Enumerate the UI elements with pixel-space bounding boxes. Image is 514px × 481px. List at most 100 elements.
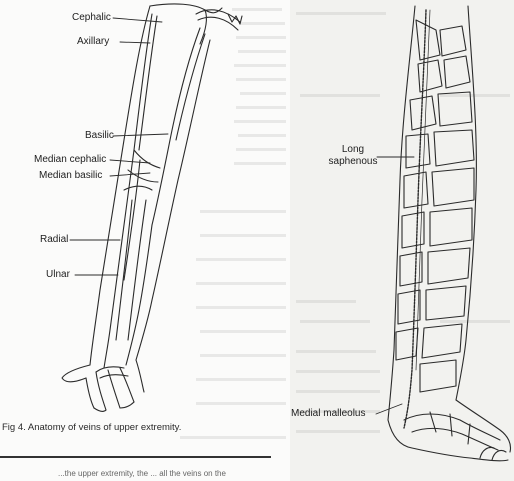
vein-mesh-cell [419,359,457,393]
bleed-through-line [200,234,286,237]
subclavian-vein-2 [197,16,239,31]
vein-mesh-cell [439,25,467,57]
bleed-through-line [196,282,286,285]
bleed-through-line [196,402,286,405]
thumb-outline [61,364,91,383]
label-long-saphenous: Long saphenous [326,144,380,168]
bleed-through-line [200,330,286,333]
vessel-branches [227,13,243,25]
leg-outline-medial [387,5,416,421]
median-forearm-vein [123,159,141,281]
bleed-through-line [200,210,286,213]
vein-mesh-cell [421,323,463,359]
toe-1 [479,446,495,459]
arm-outline-lateral [89,5,151,366]
vein-mesh-cell [397,289,421,325]
vein-mesh-cell [395,327,419,361]
label-long-saphenous-line2: saphenous [328,156,378,167]
bleed-through-line [232,8,282,11]
arm-outline-medial [135,39,211,361]
long-saphenous-vein-edge [415,9,431,371]
vein-mesh-cell [443,55,471,89]
dorsal-venous-arch-foot [403,413,501,441]
bleed-through-line [440,320,510,323]
leg-drawing [387,5,512,462]
finger-5 [135,359,145,393]
label-long-saphenous-line1: Long [341,144,365,155]
fingertip-1 [93,407,107,412]
vein-mesh-cell [403,171,429,209]
median-cephalic-vein [127,169,159,183]
bleed-through-line [234,162,286,165]
finger-2 [95,371,107,411]
vein-mesh-cell [437,91,473,127]
foot-vein-branches [429,411,471,445]
bleed-through-line [236,36,286,39]
label-radial: Radial [40,234,69,245]
bleed-through-line [196,258,286,261]
finger-1 [85,377,95,409]
bleed-through-line [440,94,510,97]
median-cubital-vein [133,149,161,169]
bleed-through-line [196,306,286,309]
label-cephalic: Cephalic [72,12,111,23]
bleed-through-line [300,94,380,97]
dorsal-venous-arch [95,366,125,373]
bleed-through-line [238,50,286,53]
bleed-through-line [180,436,286,439]
vein-mesh-cell [415,19,441,61]
bleed-through-line [296,370,380,373]
bleed-through-line [296,410,380,413]
bleed-through-line [196,378,286,381]
cephalic-vein-2 [138,15,158,151]
bleed-through-line [296,390,380,393]
bleed-through-line [296,12,386,15]
label-axillary: Axillary [77,36,110,47]
vein-mesh-cell [409,95,437,131]
bleed-through-line [296,430,380,433]
shoulder-outline [149,3,223,14]
vein-mesh-cell [405,133,431,169]
bleed-through-line [300,320,370,323]
vein-mesh-cell [401,211,425,249]
foot-dorsum [455,399,512,453]
foot-sole [387,419,509,462]
bleed-through-line [296,300,356,303]
bleed-through-line [200,354,286,357]
arm-leader-lines [69,17,169,276]
caption-rule [0,456,271,458]
bleed-through-line [240,92,286,95]
basilic-vein [151,27,201,226]
cut-off-body-text: ...the upper extremity, the ... all the … [58,469,226,478]
bleed-through-line [236,78,286,81]
vein-mesh-cell [427,247,471,285]
finger-3 [107,369,121,409]
vein-mesh-cell [417,59,443,93]
label-basilic: Basilic [85,130,114,141]
forearm-vein-4 [127,199,147,341]
arm-drawing [61,3,243,412]
finger-4 [119,367,135,403]
dorsal-venous-arch-foot-2 [411,427,499,451]
dorsal-venous-arch-2 [99,374,129,379]
long-saphenous-vein [403,9,427,429]
clavicle-outline [199,9,207,45]
vein-mesh-cell [431,167,475,207]
bleed-through-line [236,106,286,109]
bleed-through-line [234,120,286,123]
bleed-through-line [240,22,285,25]
forearm-vein-3 [115,199,133,341]
bleed-through-line [238,134,286,137]
figure-caption: Fig 4. Anatomy of veins of upper extremi… [2,422,182,433]
bleed-through-line [296,350,376,353]
axillary-vein [175,33,206,141]
label-median-basilic: Median basilic [39,170,103,181]
label-ulnar: Ulnar [46,269,70,280]
leg-outline-lateral [455,5,477,401]
vein-mesh-cell [433,129,475,167]
label-medial-malleolus: Medial malleolus [291,408,366,419]
ulnar-vein [125,224,153,366]
bleed-through-line [234,64,286,67]
bleed-through-line [236,148,286,151]
